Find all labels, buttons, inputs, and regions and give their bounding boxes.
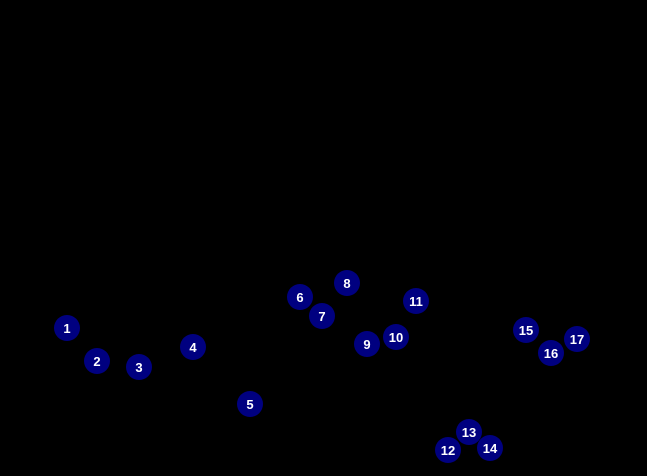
marker-label: 13	[461, 424, 477, 440]
marker-label: 14	[482, 440, 498, 456]
marker-label: 11	[409, 293, 423, 309]
marker-15[interactable]: 15	[513, 317, 539, 343]
marker-label: 5	[246, 396, 254, 412]
marker-5[interactable]: 5	[237, 391, 263, 417]
marker-label: 15	[518, 322, 534, 338]
marker-1[interactable]: 1	[54, 315, 80, 341]
marker-label: 17	[569, 331, 585, 347]
marker-label: 6	[296, 289, 304, 305]
marker-2[interactable]: 2	[84, 348, 110, 374]
marker-label: 4	[189, 339, 197, 355]
marker-6[interactable]: 6	[287, 284, 313, 310]
marker-4[interactable]: 4	[180, 334, 206, 360]
marker-9[interactable]: 9	[354, 331, 380, 357]
marker-13[interactable]: 13	[456, 419, 482, 445]
marker-14[interactable]: 14	[477, 435, 503, 461]
marker-label: 9	[363, 336, 371, 352]
marker-7[interactable]: 7	[309, 303, 335, 329]
marker-8[interactable]: 8	[334, 270, 360, 296]
marker-label: 10	[388, 329, 404, 345]
marker-16[interactable]: 16	[538, 340, 564, 366]
marker-label: 7	[318, 308, 326, 324]
marker-label: 12	[440, 442, 456, 458]
marker-17[interactable]: 17	[564, 326, 590, 352]
marker-3[interactable]: 3	[126, 354, 152, 380]
marker-label: 2	[93, 353, 101, 369]
marker-label: 8	[343, 275, 351, 291]
marker-10[interactable]: 10	[383, 324, 409, 350]
marker-11[interactable]: 11	[403, 288, 429, 314]
marker-label: 1	[63, 320, 71, 336]
marker-label: 16	[543, 345, 559, 361]
marker-label: 3	[135, 359, 143, 375]
marker-12[interactable]: 12	[435, 437, 461, 463]
